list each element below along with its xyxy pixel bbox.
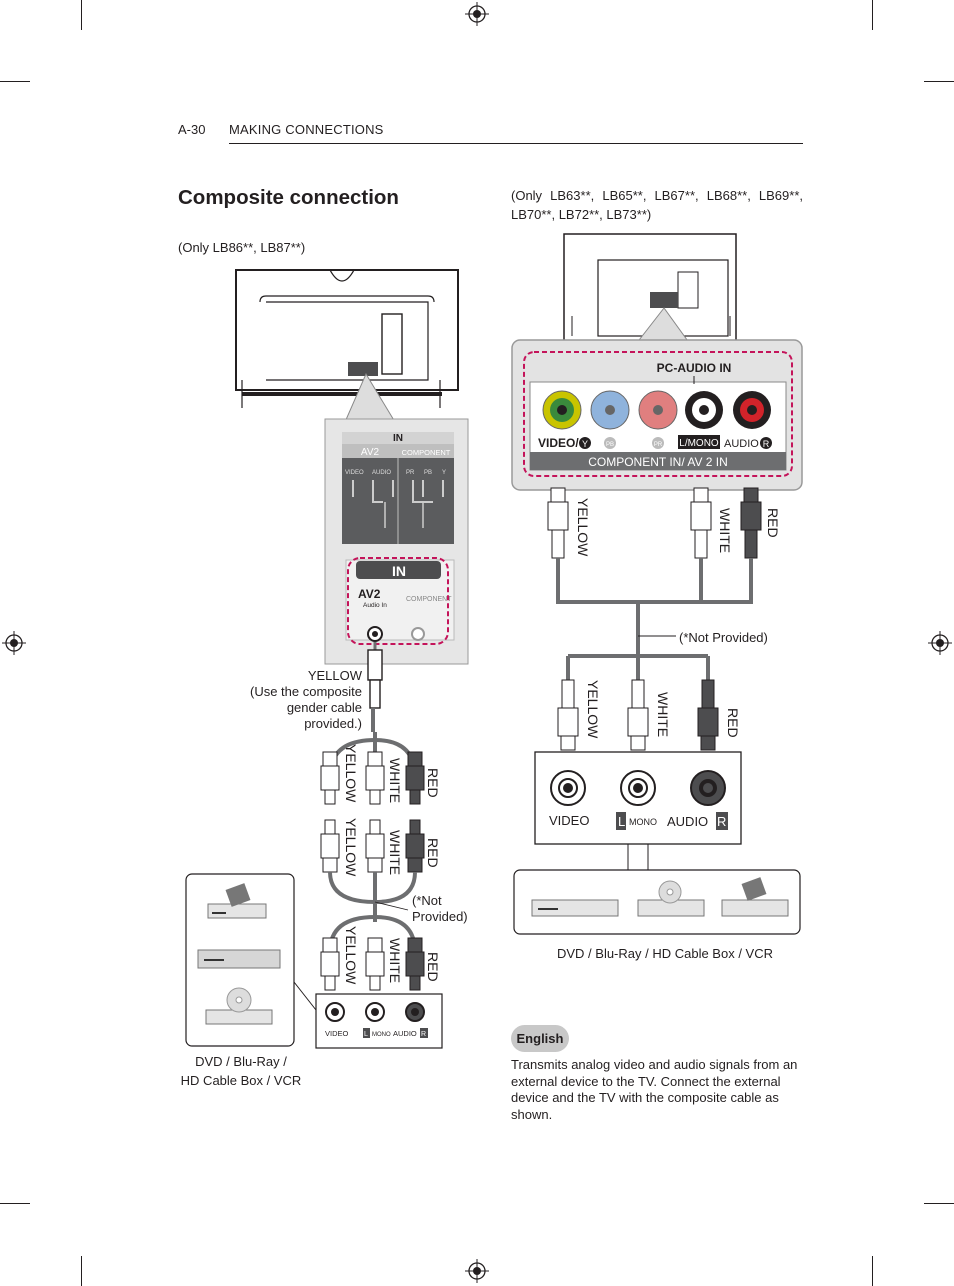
crop-mark [872, 0, 873, 30]
label-r: R [763, 439, 770, 449]
not-provided-note-left: (*Not Provided) [412, 893, 468, 924]
cable-label-white: WHITE [717, 508, 733, 553]
page-title: Composite connection [178, 186, 399, 209]
crop-mark [0, 1203, 30, 1204]
jack-in-label: IN [392, 563, 406, 579]
cable-label-yellow: YELLOW [575, 498, 591, 557]
panel-video-label: VIDEO [345, 470, 364, 476]
device-caption-left: DVD / Blu-Ray / HD Cable Box / VCR [180, 1054, 302, 1088]
label-pb: PB [606, 442, 614, 448]
label-video: VIDEO/ [538, 436, 579, 450]
cable-label-white: WHITE [387, 938, 403, 983]
vcr-icon [721, 877, 789, 917]
left-connection-diagram: IN AV2 COMPONENT VIDEO AUDIO PR PB Y IN … [185, 269, 469, 1049]
cable-label-yellow: YELLOW [585, 680, 601, 739]
device-mono-label: MONO [629, 817, 657, 827]
dvd-player-icon [531, 899, 619, 917]
device-l-label: L [618, 814, 625, 829]
cable-label-white: WHITE [387, 758, 403, 803]
models-note-right: (Only LB63**, LB65**, LB67**, LB68**, LB… [511, 188, 803, 222]
crop-mark [924, 1203, 954, 1204]
device-r-label: R [717, 814, 726, 829]
cable-label-yellow: YELLOW [343, 744, 359, 803]
tv-back-icon [563, 233, 737, 343]
label-pr: PR [654, 442, 663, 448]
panel-audio-label: AUDIO [372, 470, 391, 476]
registration-mark-icon [2, 631, 26, 655]
rca-plug-row-2 [320, 819, 425, 873]
language-badge: English [511, 1025, 569, 1052]
component-bar-label: COMPONENT IN/ AV 2 IN [588, 455, 728, 469]
device-video-label: VIDEO [325, 1029, 349, 1038]
label-audio: AUDIO [724, 438, 759, 450]
header-rule [229, 143, 803, 144]
crop-mark [0, 81, 30, 82]
right-connection-diagram: PC-AUDIO IN VIDEO/ Y PB PR L/MONO AUDIO … [511, 233, 803, 935]
panel-component-label: COMPONENT [402, 448, 451, 457]
device-l-label: L [364, 1031, 368, 1038]
cable-label-yellow: YELLOW [343, 818, 359, 877]
rca-plug-bottom-row [557, 679, 719, 751]
device-caption-right: DVD / Blu-Ray / HD Cable Box / VCR [556, 946, 773, 961]
label-lmono: L/MONO [679, 438, 719, 449]
cable-label-red: RED [725, 708, 741, 738]
rca-plug-row-1 [320, 751, 425, 805]
device-audio-label: AUDIO [393, 1029, 417, 1038]
jack-component-label: COMPONENT [406, 596, 452, 603]
cable-label-red: RED [425, 768, 441, 798]
panel-y-label: Y [442, 470, 446, 476]
dvd-player-icon [207, 883, 267, 919]
crop-mark [81, 1256, 82, 1286]
device-r-label: R [421, 1031, 426, 1038]
rca-plug-top-row [547, 487, 762, 559]
cable-label-red: RED [425, 952, 441, 982]
cable-label-white: WHITE [387, 830, 403, 875]
not-provided-note-right: (*Not Provided) [679, 630, 768, 645]
registration-mark-icon [465, 1259, 489, 1283]
cable-label-yellow: YELLOW [343, 926, 359, 985]
cable-label-red: RED [425, 838, 441, 868]
crop-mark [872, 1256, 873, 1286]
cable-label-red: RED [765, 508, 781, 538]
registration-mark-icon [465, 2, 489, 26]
disc-player-icon [205, 987, 273, 1025]
models-note-left: (Only LB86**, LB87**) [178, 240, 306, 255]
yellow-cable-note: YELLOW (Use the composite gender cable p… [250, 668, 362, 731]
crop-mark [924, 81, 954, 82]
crop-mark [81, 0, 82, 30]
description-text: Transmits analog video and audio signals… [511, 1057, 798, 1122]
cable-label-white: WHITE [655, 692, 671, 737]
jack-audio-in-label: Audio In [363, 602, 387, 609]
registration-mark-icon [928, 631, 952, 655]
bluray-player-icon [197, 949, 281, 969]
device-video-label: VIDEO [549, 813, 589, 828]
disc-player-icon [637, 880, 705, 917]
device-mono-label: MONO [372, 1032, 391, 1038]
page-number: A-30 [178, 122, 206, 137]
pc-audio-in-label: PC-AUDIO IN [657, 361, 732, 375]
label-y: Y [582, 439, 588, 449]
panel-in-label: IN [393, 433, 403, 444]
rca-plug-row-3 [320, 937, 425, 991]
panel-av2-label: AV2 [361, 447, 380, 458]
panel-pr-label: PR [406, 470, 415, 476]
jack-av2-label: AV2 [358, 587, 381, 601]
section-title: MAKING CONNECTIONS [229, 122, 384, 137]
panel-pb-label: PB [424, 470, 432, 476]
tv-back-icon [235, 269, 459, 408]
device-audio-label: AUDIO [667, 814, 708, 829]
